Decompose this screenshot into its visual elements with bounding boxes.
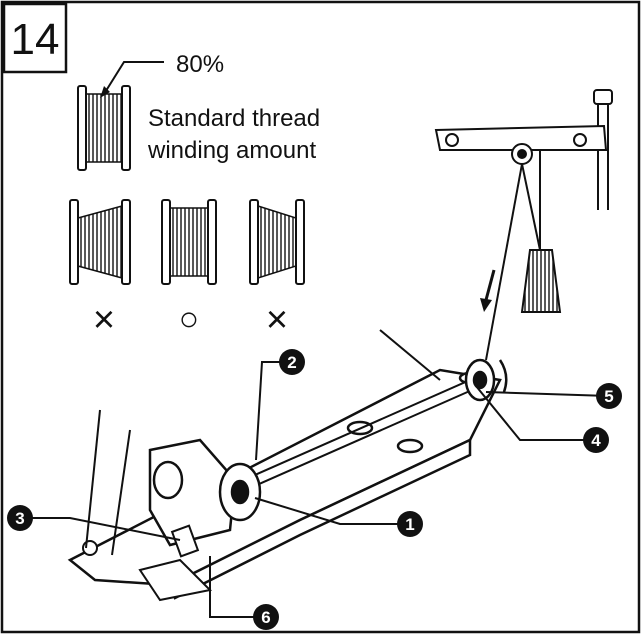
svg-text:5: 5 (604, 387, 613, 406)
bobbin-correct (161, 199, 217, 285)
thread-line (485, 163, 523, 361)
thread-stand (434, 89, 613, 251)
svg-text:1: 1 (405, 515, 414, 534)
bobbin-overwound-right (249, 199, 305, 285)
callout-3: 3 (7, 505, 33, 531)
svg-text:6: 6 (261, 608, 270, 627)
callout-leaders (20, 361, 610, 618)
step-number-box: 14 (2, 2, 68, 74)
caption-line-1: Standard thread (148, 105, 320, 132)
svg-text:3: 3 (15, 509, 24, 528)
caption-line-2: winding amount (147, 137, 316, 164)
callout-4: 4 (583, 427, 609, 453)
bobbin-overwound-left (69, 199, 131, 285)
svg-text:4: 4 (591, 431, 601, 450)
slide-bar (247, 329, 473, 489)
standard-bobbin (77, 85, 131, 171)
svg-text:2: 2 (287, 353, 296, 372)
winder-base (67, 368, 502, 600)
stop-latch (82, 409, 213, 602)
percent-leader (100, 61, 164, 98)
mark-wrong-right: × (266, 299, 288, 341)
step-number: 14 (11, 15, 60, 64)
thread-cone (520, 249, 562, 313)
thread-direction-arrow (480, 269, 496, 312)
winder-spindle (148, 438, 262, 547)
callout-5: 5 (596, 383, 622, 409)
mark-correct: ○ (179, 300, 200, 338)
tension-unit (464, 358, 508, 402)
callout-2: 2 (279, 349, 305, 375)
mark-wrong-left: × (93, 299, 115, 341)
callout-6: 6 (253, 604, 279, 630)
percent-label: 80% (176, 51, 224, 78)
callout-1: 1 (397, 511, 423, 537)
